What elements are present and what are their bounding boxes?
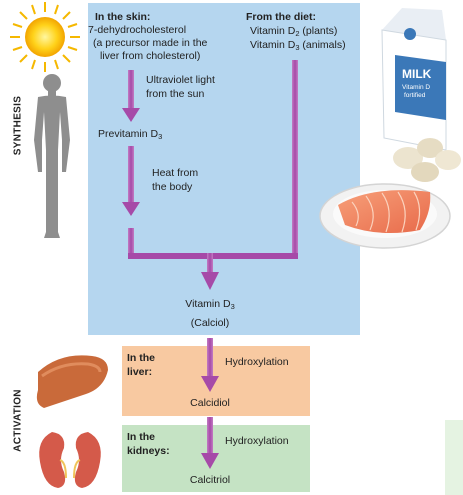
liver-process: Hydroxylation — [225, 356, 289, 369]
heat-label-2: the body — [152, 181, 192, 194]
kidney-heading-1: In the — [127, 431, 155, 444]
arrow-kidney — [201, 417, 219, 469]
skin-line-2: (a precursor made in the — [93, 37, 207, 50]
kidney-process: Hydroxylation — [225, 435, 289, 448]
calcitriol-label: Calcitriol — [165, 474, 255, 487]
kidney-heading-2: kidneys: — [127, 445, 170, 458]
liver-icon — [37, 355, 108, 408]
salmon-plate-icon — [320, 184, 450, 248]
diet-animals: Vitamin D3 (animals) — [250, 39, 346, 52]
uv-label-2: from the sun — [146, 88, 204, 101]
liver-heading-1: In the — [127, 352, 155, 365]
vitamin-d3-label: Vitamin D3 — [165, 298, 255, 311]
calcidiol-label: Calcidiol — [165, 397, 255, 410]
human-silhouette-icon — [34, 74, 70, 238]
uv-label-1: Ultraviolet light — [146, 74, 215, 87]
eggs-icon — [393, 138, 461, 182]
kidneys-icon — [39, 432, 101, 488]
arrow-heat — [122, 146, 140, 216]
milk-fortified-label: fortified — [404, 92, 425, 100]
diet-heading: From the diet: — [246, 11, 316, 24]
milk-brand-label: MILK — [402, 68, 431, 81]
calciol-label: (Calciol) — [165, 317, 255, 330]
previtamin-label: Previtamin D3 — [98, 128, 162, 141]
arrow-liver — [201, 338, 219, 392]
milk-vitamin-label: Vitamin D — [402, 84, 430, 92]
arrow-uv — [122, 70, 140, 122]
skin-line-1: 7-dehydrocholesterol — [88, 24, 178, 37]
skin-heading: In the skin: — [95, 11, 150, 24]
diet-plants: Vitamin D2 (plants) — [250, 25, 337, 38]
sun-icon — [10, 2, 80, 72]
skin-line-3: liver from cholesterol) — [100, 50, 200, 63]
heat-label-1: Heat from — [152, 167, 198, 180]
liver-heading-2: liver: — [127, 366, 152, 379]
